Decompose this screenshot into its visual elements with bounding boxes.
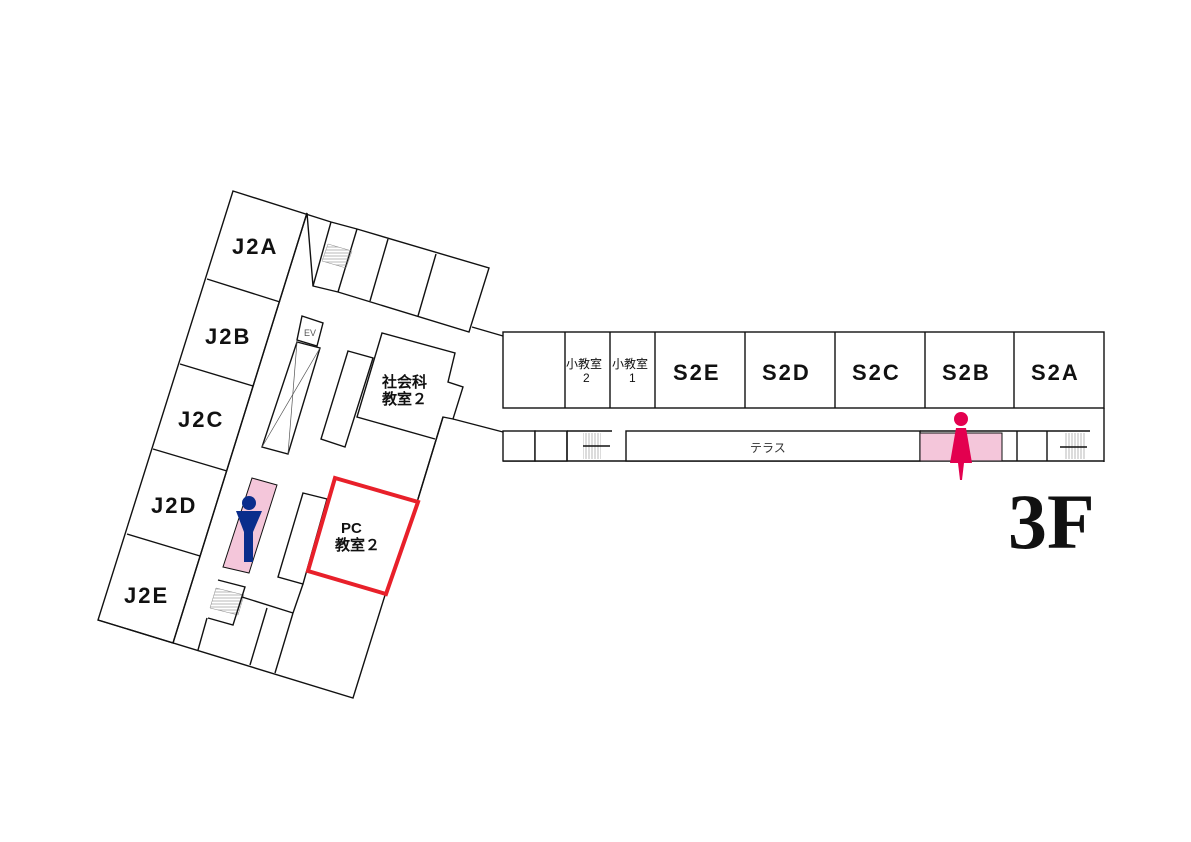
storage-room <box>320 350 374 448</box>
storage-room <box>277 492 328 585</box>
room-j2b-label: J2B <box>205 324 251 349</box>
room-j2c-label: J2C <box>178 407 224 432</box>
room-s2d-label: S2D <box>762 360 811 385</box>
void-x <box>287 341 298 455</box>
elevator <box>296 315 324 347</box>
small-room-2-label-2: 2 <box>583 371 590 385</box>
east-wing <box>502 331 1105 480</box>
social-studies-room-label-2: 教室２ <box>381 390 427 408</box>
stair-wall <box>312 221 332 287</box>
stairs-icon <box>1064 433 1086 459</box>
wall <box>241 596 294 614</box>
connector-lower <box>452 418 504 433</box>
room-j2d-label: J2D <box>151 493 197 518</box>
small-room-1-label-2: 1 <box>629 371 636 385</box>
stair-wall <box>207 579 246 626</box>
terrace-label: テラス <box>750 441 786 455</box>
small-room-2-label-1: 小教室 <box>566 356 602 371</box>
room-s2b-label: S2B <box>942 360 991 385</box>
pc-room-label-2: 教室２ <box>334 536 380 554</box>
divider <box>179 363 254 387</box>
void-x <box>261 347 321 448</box>
divider <box>369 238 389 302</box>
terrace[interactable] <box>625 430 921 462</box>
divider <box>152 448 228 472</box>
divider <box>417 253 437 317</box>
room-j2e-label: J2E <box>124 583 169 608</box>
social-studies-room-label-1: 社会科 <box>381 373 427 391</box>
corridor-wall <box>172 212 308 644</box>
wall <box>197 617 208 651</box>
room-s2a-label: S2A <box>1031 360 1080 385</box>
floor-label: 3F <box>1008 478 1095 565</box>
west-wing-outer-wall <box>97 332 464 699</box>
room-s2e-label: S2E <box>673 360 721 385</box>
east-wing-rooms <box>502 331 1105 409</box>
room-s2c-label: S2C <box>852 360 901 385</box>
divider <box>206 278 281 303</box>
pc-room-2-highlight[interactable] <box>305 475 421 597</box>
pc-room-label-1: PC <box>341 520 362 537</box>
small-room-1-label-1: 小教室 <box>612 356 648 371</box>
stairs-icon <box>209 587 245 616</box>
wall <box>417 416 444 500</box>
divider <box>126 533 201 557</box>
wall <box>292 583 304 614</box>
wall <box>274 612 294 674</box>
men-restroom-icon <box>236 496 262 562</box>
women-restroom-icon <box>950 412 972 480</box>
room-j2a-label: J2A <box>232 234 278 259</box>
connector-upper <box>471 326 504 337</box>
stairs-icon <box>321 243 353 269</box>
wall <box>249 607 268 666</box>
elevator-label: EV <box>304 328 316 338</box>
west-wing: EV <box>97 190 490 699</box>
